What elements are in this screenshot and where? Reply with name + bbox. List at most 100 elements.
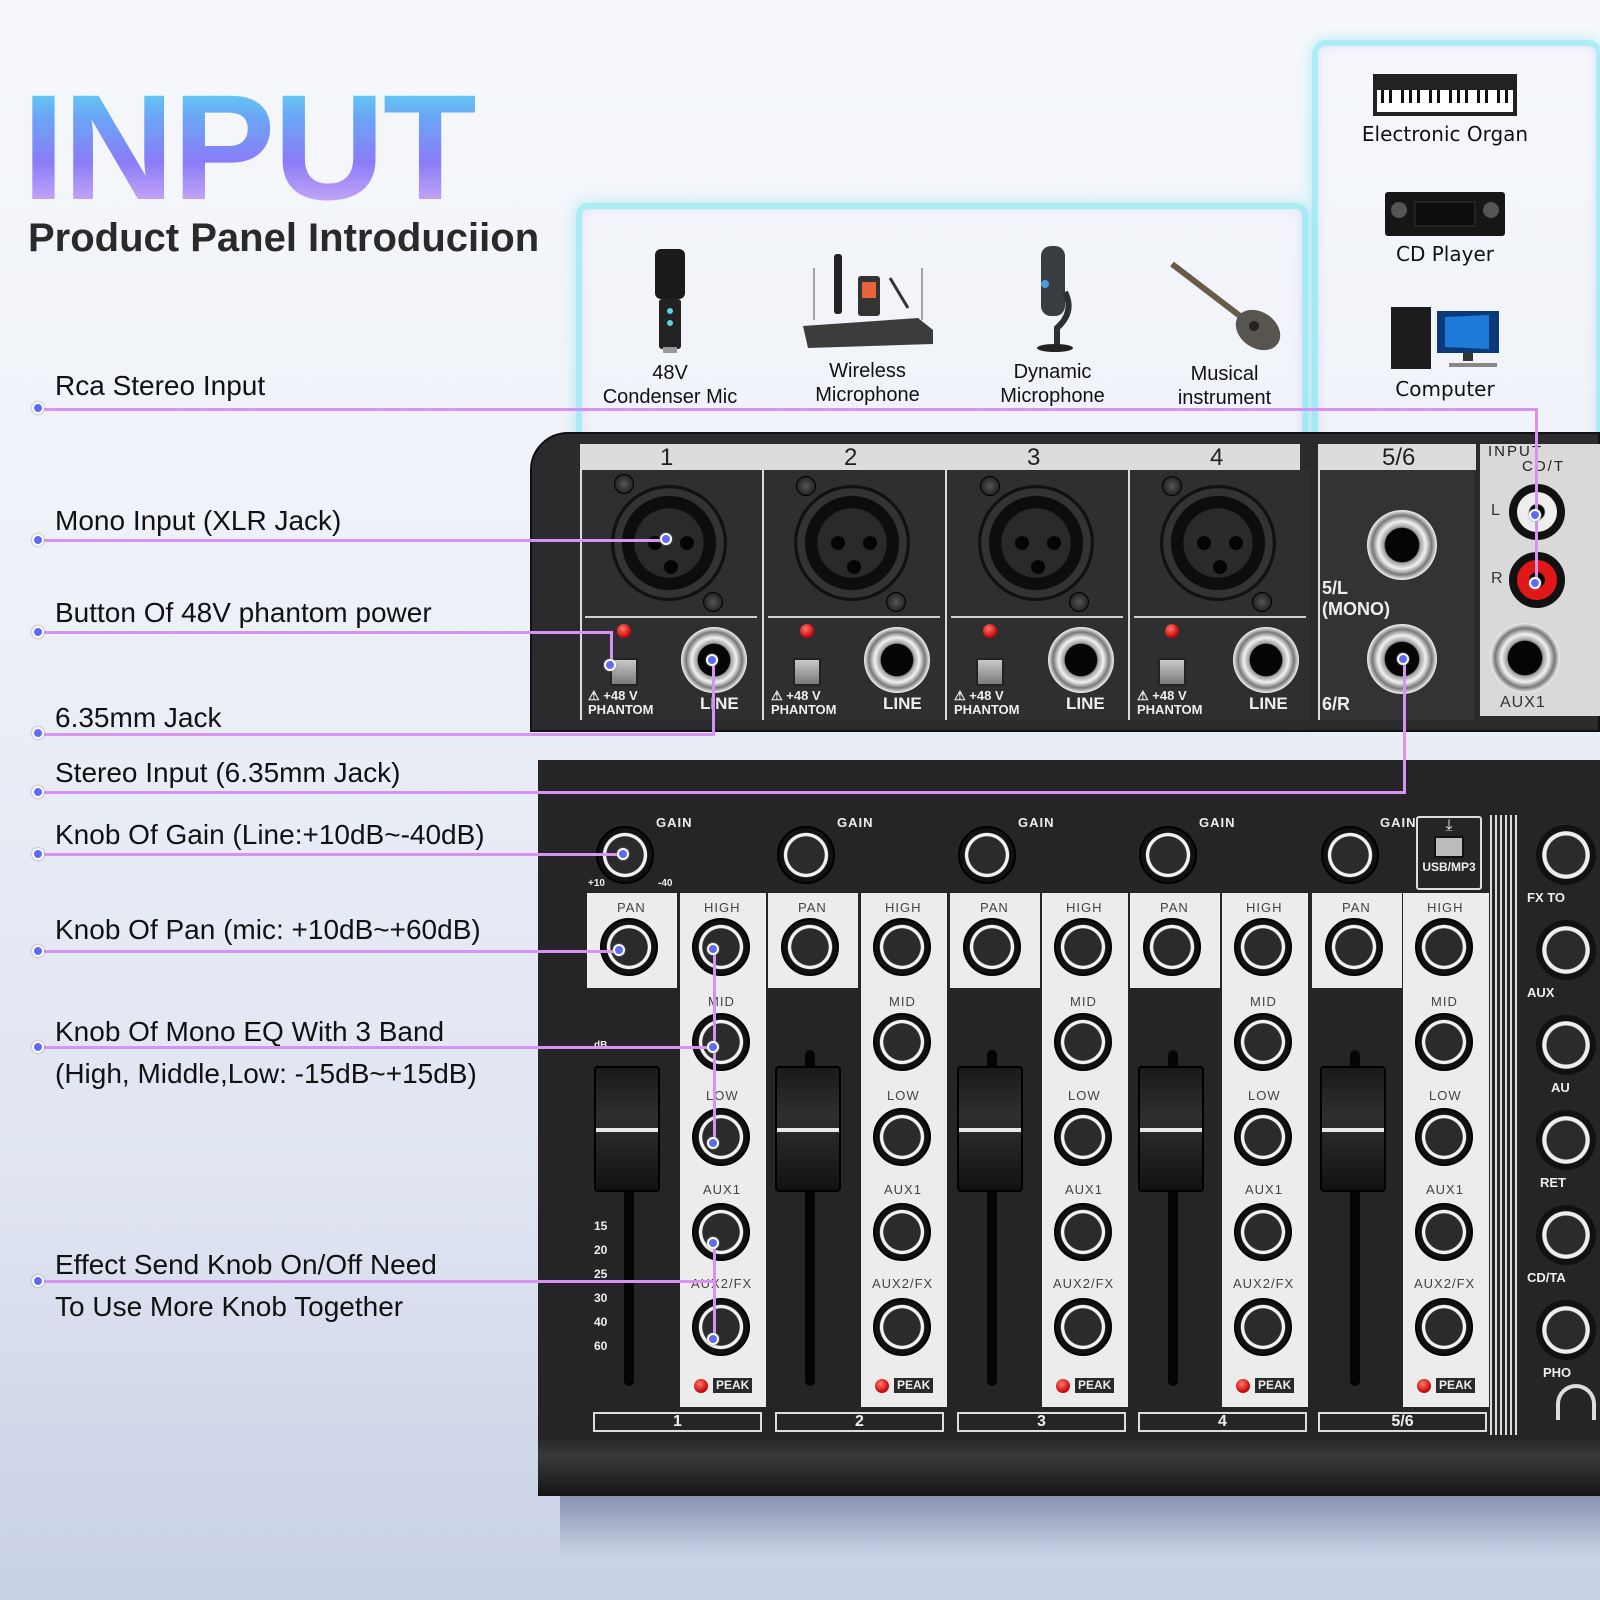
phantom-button-4[interactable] [1158, 658, 1186, 686]
high-knob-4[interactable] [1234, 918, 1292, 976]
warning-icon: ⚠ [954, 688, 970, 703]
aux1-knob-1[interactable] [692, 1203, 750, 1261]
mid-knob-1[interactable] [692, 1013, 750, 1071]
target-dot-rca-l [1529, 509, 1541, 521]
aux2-knob-56[interactable] [1415, 1298, 1473, 1356]
callout-dot [32, 534, 44, 546]
aux1-output-jack[interactable] [1490, 623, 1560, 693]
low-knob-2[interactable] [873, 1108, 931, 1166]
line-jack-4[interactable] [1233, 627, 1299, 693]
pan-knob-1[interactable] [600, 918, 658, 976]
pan-knob-3[interactable] [963, 918, 1021, 976]
aux1-knob-2[interactable] [873, 1203, 931, 1261]
mid-knob-56[interactable] [1415, 1013, 1473, 1071]
aux2-knob-1[interactable] [692, 1298, 750, 1356]
fader-2[interactable] [775, 1066, 841, 1192]
aux2-knob-4[interactable] [1234, 1298, 1292, 1356]
fader-56[interactable] [1320, 1066, 1386, 1192]
high-knob-56[interactable] [1415, 918, 1473, 976]
mid-knob-2[interactable] [873, 1013, 931, 1071]
mid-knob-3[interactable] [1054, 1013, 1112, 1071]
strip-label-4: 4 [1138, 1412, 1307, 1432]
leader-line [712, 660, 715, 735]
mid-label-3: MID [1070, 994, 1097, 1009]
high-knob-2[interactable] [873, 918, 931, 976]
cd-tape-knob[interactable] [1536, 1205, 1596, 1265]
xlr-jack-3[interactable] [978, 485, 1094, 601]
pan-knob-4[interactable] [1143, 918, 1201, 976]
gain-label-2: GAIN [837, 815, 874, 830]
gain-knob-2[interactable] [777, 826, 835, 884]
warning-icon: ⚠ [771, 688, 787, 703]
pan-knob-2[interactable] [781, 918, 839, 976]
target-dot-mid [707, 1041, 719, 1053]
low-knob-1[interactable] [692, 1108, 750, 1166]
aux1-knob-56[interactable] [1415, 1203, 1473, 1261]
usb-mp3-button[interactable]: ⤓USB/MP3 [1416, 816, 1482, 890]
stereo-5l-label: 5/L(MONO) [1322, 578, 1390, 619]
mixer-shadow [560, 1496, 1600, 1556]
leader-line [713, 1243, 716, 1339]
stereo-jack-5l[interactable] [1367, 510, 1437, 580]
pan-label-3: PAN [980, 900, 1009, 915]
phantom-button-3[interactable] [976, 658, 1004, 686]
rca-right-label: R [1491, 570, 1503, 587]
pan-knob-56[interactable] [1325, 918, 1383, 976]
phones-knob[interactable] [1536, 1300, 1596, 1360]
gain-knob-4[interactable] [1139, 826, 1197, 884]
xlr-jack-2[interactable] [794, 485, 910, 601]
line-jack-2[interactable] [864, 627, 930, 693]
aux1-knob-3[interactable] [1054, 1203, 1112, 1261]
aux2-label-4: AUX2/FX [1233, 1276, 1295, 1291]
pan-label-1: PAN [617, 900, 646, 915]
source-dynamic-mic: Dynamic Microphone [980, 242, 1125, 408]
leader-line [44, 733, 715, 736]
high-label-3: HIGH [1066, 900, 1103, 915]
high-label-4: HIGH [1246, 900, 1283, 915]
screw-icon [1162, 476, 1182, 496]
low-knob-56[interactable] [1415, 1108, 1473, 1166]
aux-knob[interactable] [1536, 920, 1596, 980]
phantom-button-2[interactable] [793, 658, 821, 686]
mid-knob-4[interactable] [1234, 1013, 1292, 1071]
high-knob-3[interactable] [1054, 918, 1112, 976]
high-knob-1[interactable] [692, 918, 750, 976]
low-knob-3[interactable] [1054, 1108, 1112, 1166]
aux1-label-3: AUX1 [1065, 1182, 1103, 1197]
aux2-master-knob[interactable] [1536, 1015, 1596, 1075]
fx-to-knob[interactable] [1536, 825, 1596, 885]
callout-phantom-button: Button Of 48V phantom power [55, 597, 432, 628]
return-knob[interactable] [1536, 1110, 1596, 1170]
aux2-knob-2[interactable] [873, 1298, 931, 1356]
callout-eq-knob: Knob Of Mono EQ With 3 Band(High, Middle… [55, 1016, 477, 1089]
computer-icon [1391, 307, 1499, 369]
aux1-knob-4[interactable] [1234, 1203, 1292, 1261]
fader-track-2 [805, 1050, 815, 1386]
mixer-front-edge [538, 1440, 1600, 1496]
gain-knob-56[interactable] [1321, 826, 1379, 884]
aux2-knob-3[interactable] [1054, 1298, 1112, 1356]
fader-4[interactable] [1138, 1066, 1204, 1192]
source-condenser-mic: 48V Condenser Mic [590, 245, 750, 409]
leader-line [44, 1280, 714, 1283]
fx-to-label: FX TO [1527, 890, 1566, 905]
fader-1[interactable] [594, 1066, 660, 1192]
high-label-1: HIGH [704, 900, 741, 915]
xlr-jack-4[interactable] [1160, 485, 1276, 601]
pan-label-4: PAN [1160, 900, 1189, 915]
peak-led-56 [1417, 1379, 1431, 1393]
gain-knob-3[interactable] [958, 826, 1016, 884]
fader-track-3 [987, 1050, 997, 1386]
callout-dot [32, 727, 44, 739]
callout-dot [32, 1041, 44, 1053]
source-line2: instrument [1177, 387, 1272, 409]
screw-icon [796, 476, 816, 496]
page-subtitle: Product Panel Introduciion [28, 216, 540, 260]
fader-3[interactable] [957, 1066, 1023, 1192]
strip-label-56: 5/6 [1318, 1412, 1487, 1432]
low-knob-4[interactable] [1234, 1108, 1292, 1166]
peak-label-56: PEAK [1436, 1378, 1476, 1393]
line-jack-3[interactable] [1048, 627, 1114, 693]
screw-icon [886, 592, 906, 612]
